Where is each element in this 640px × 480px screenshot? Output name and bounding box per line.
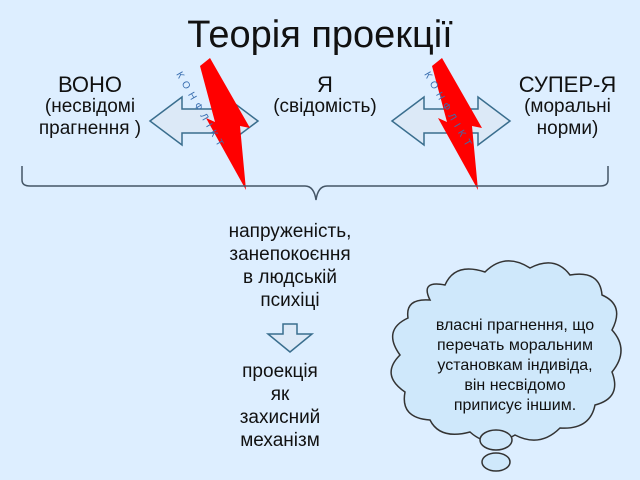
projection-text: проекція як захисний механізм — [205, 360, 355, 452]
page-title: Теорія проекції — [187, 14, 453, 56]
projection-line-2: як — [270, 384, 290, 405]
grouping-brace — [21, 166, 609, 201]
projection-line-1: проекція — [242, 361, 318, 382]
superego-description-line-1: (моральні — [524, 96, 611, 117]
lightning-bolt-right-icon — [432, 58, 482, 190]
tension-line-2: занепокоєння — [229, 244, 351, 265]
id-description-line-2: прагнення ) — [38, 118, 142, 139]
down-arrow — [265, 323, 315, 353]
cloud-line-5: приписує іншим. — [453, 397, 577, 414]
cloud-line-1: власні прагнення, що — [435, 317, 595, 334]
superego-node: СУПЕР-Я (моральні норми) — [495, 74, 640, 140]
cloud-text: власні прагнення, що перечать моральним … — [420, 316, 610, 416]
id-node: ВОНО (несвідомі прагнення ) — [20, 74, 160, 140]
superego-description-line-2: норми) — [536, 118, 599, 139]
projection-line-3: захисний — [239, 407, 321, 428]
id-description-line-1: (несвідомі — [44, 96, 136, 117]
projection-line-4: механізм — [240, 430, 320, 451]
cloud-line-3: установкам індивіда, — [437, 357, 593, 374]
ego-description: (свідомість) — [273, 96, 377, 117]
lightning-bolt-left-icon — [200, 58, 250, 190]
tension-line-1: напруженість, — [228, 221, 352, 242]
tension-line-3: в людській — [243, 267, 337, 288]
thought-cloud — [390, 260, 622, 472]
superego-label: СУПЕР-Я — [518, 72, 617, 97]
cloud-line-4: він несвідомо — [464, 377, 566, 394]
tension-line-4: психіці — [260, 290, 320, 311]
cloud-line-2: перечать моральним — [437, 337, 593, 354]
ego-node: Я (свідомість) — [250, 74, 400, 118]
tension-text: напруженість, занепокоєння в людській пс… — [205, 220, 375, 312]
ego-label: Я — [317, 72, 333, 97]
id-label: ВОНО — [57, 72, 123, 97]
